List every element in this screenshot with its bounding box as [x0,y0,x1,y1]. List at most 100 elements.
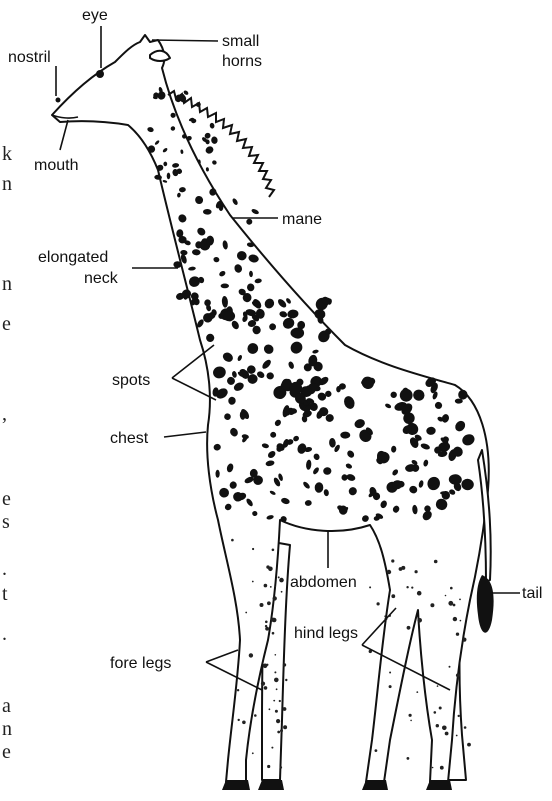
leg-speckle [456,735,458,737]
leg-speckle [264,686,268,690]
leg-speckle [384,615,386,617]
leg-speckle [460,620,462,622]
coat-spot [400,389,413,402]
label-chest: chest [110,430,149,447]
leg-speckle [387,570,391,574]
leg-speckle [237,689,239,691]
leg-speckle [285,679,287,681]
leg-speckle [445,595,447,597]
leg-speckle [416,691,418,693]
margin-fragment: a [2,695,11,717]
coat-spot [251,208,260,215]
leg-speckle [276,719,280,723]
leg-speckle [249,653,253,657]
margin-fragment: s [2,511,10,533]
leg-speckle [417,618,422,623]
coat-spot [195,101,202,107]
leg-speckle [456,673,460,677]
leg-speckle [272,632,275,635]
leg-speckle [407,626,411,630]
leg-speckle [242,721,246,725]
leg-speckle [263,664,268,669]
leg-speckle [273,596,277,600]
leg-speckle [462,638,466,642]
leg-speckle [238,719,240,721]
leg-speckle [415,570,418,573]
leg-speckle [434,711,437,714]
margin-fragment: k [2,143,12,165]
leg-speckle [271,747,273,749]
tail-tuft [477,575,494,633]
leg-speckle [245,612,247,614]
leg-speckle [260,603,264,607]
label-small-horns-1: small [222,33,259,50]
leg-speckle [434,560,438,564]
margin-fragment: e [2,741,11,763]
margin-fragment: e [2,313,11,335]
leg-speckle [280,766,283,769]
leg-speckle [265,627,269,631]
eye-mark [96,70,104,78]
leg-speckle [275,710,278,713]
leg-speckle [409,714,412,717]
label-eye: eye [82,7,108,24]
leg-speckle [283,663,286,666]
hoof [222,780,250,790]
leg-speckle [458,715,460,717]
leg-speckle [453,617,457,621]
leg-speckle [264,584,268,588]
hoof [362,780,388,790]
coat-spot [167,173,171,180]
leg-speckle [267,765,270,768]
leg-speckle [401,566,405,570]
leg-speckle [277,731,280,734]
leg-speckle [269,708,271,710]
leg-speckle [391,559,394,562]
leg-speckle [265,621,268,624]
leg-speckle [448,601,453,606]
leg-speckle [439,707,442,710]
label-mane: mane [282,211,322,228]
leg-speckle [270,586,272,588]
leg-speckle [437,685,439,687]
giraffe-illustration [52,35,494,790]
leg-speckle [391,594,395,598]
label-small-horns-2: horns [222,53,262,70]
label-hind-legs: hind legs [294,625,358,642]
leg-speckle [389,685,392,688]
margin-fragment: t [2,583,8,605]
leg-speckle [467,743,471,747]
hoof [426,780,452,790]
fore-legs-leader-upper [206,650,238,662]
leg-speckle [252,752,254,754]
leg-speckle [369,586,371,588]
label-elongated-neck-2: neck [84,270,119,287]
leg-speckle [231,539,234,542]
margin-fragment: n [2,718,12,740]
leg-speckle [274,678,279,683]
leg-speckle [450,587,453,590]
leg-speckle [445,732,449,736]
ear [150,51,170,61]
label-elongated-neck-1: elongated [38,249,108,266]
leg-speckle [411,587,413,589]
label-tail: tail [522,585,542,602]
label-abdomen: abdomen [290,574,357,591]
horns-leader [152,40,218,41]
leg-speckle [283,707,287,711]
leg-speckle [254,714,257,717]
leg-speckle [267,601,271,605]
leg-speckle [440,766,444,770]
leg-speckle [389,672,391,674]
leg-speckle [430,603,434,607]
margin-fragment: . [2,623,7,645]
label-spots: spots [112,372,150,389]
leg-speckle [459,599,461,601]
margin-fragment: . [2,558,7,580]
leg-speckle [377,602,380,605]
leg-speckle [275,654,277,656]
leg-speckle [274,671,276,673]
leg-speckle [407,757,410,760]
margin-fragment: n [2,173,12,195]
